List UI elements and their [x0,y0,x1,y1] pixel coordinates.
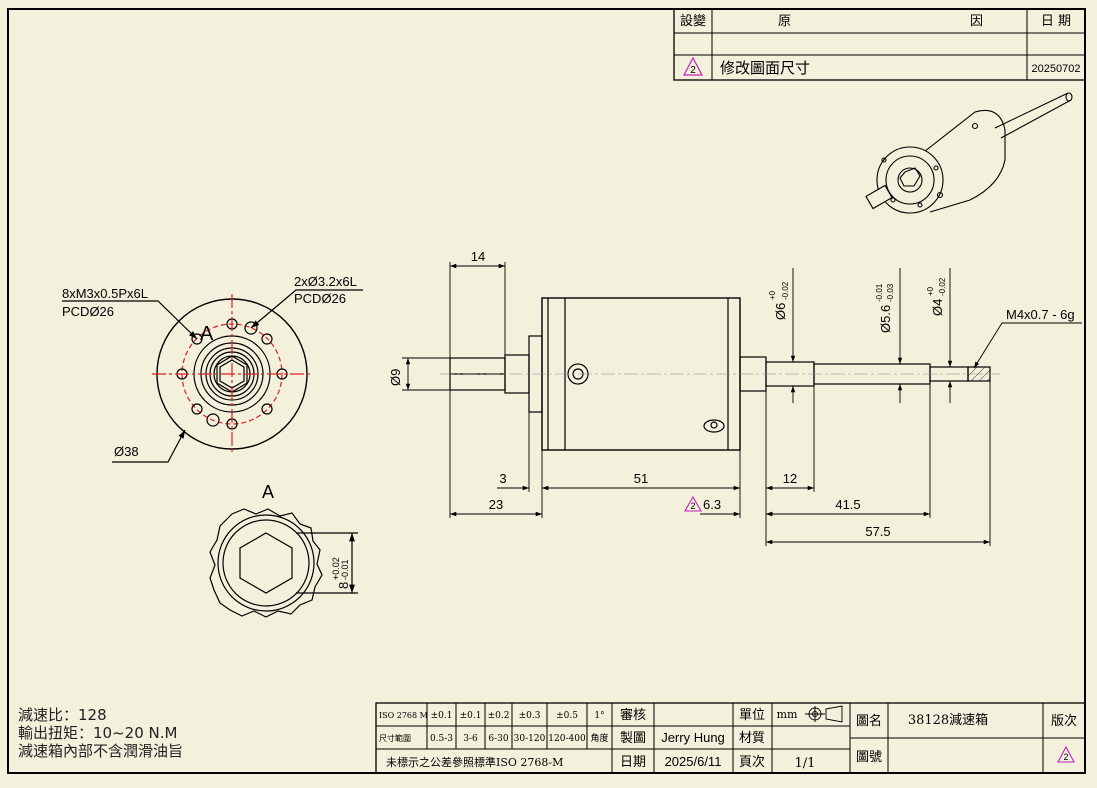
note-torque: 輸出扭矩：10~20 N.M [18,724,178,742]
rev-header-rev: 設變 [680,13,706,29]
tolerance-range: 0.5-3 [430,734,453,744]
detail-dim-8: 8 [336,582,351,589]
tolerance-value: ±0.3 [519,711,541,721]
tol-range-label: 尺寸範圍 [379,733,411,743]
version-label: 版次 [1051,713,1077,729]
dim-dia-5-6-tol-u: -0.01 [875,283,884,302]
dim-51: 51 [634,471,648,486]
drawing-border [7,8,1086,774]
svg-text:2: 2 [1063,752,1068,762]
side-view [440,297,1000,451]
detail-tol-upper: +0.02 [331,557,341,580]
dim-23: 23 [489,497,503,512]
dim-3: 3 [499,471,506,486]
dim-dia-5-6-tol-l: -0.03 [886,283,895,302]
dim-dia-4-tol-u: +0 [926,286,935,296]
rev-marker-triangle: 2 [683,56,703,76]
title-block-grid [375,702,1086,774]
page-value: 1/1 [795,756,816,771]
tolerance-value: 1° [594,711,604,721]
tolerance-value: ±0.1 [460,711,482,721]
unit-label: 單位 [739,708,765,723]
std-note: 未標示之公差參照標準ISO 2768-M [386,755,563,769]
label-holes-1: 8xM3x0.5Px6L [62,286,148,301]
front-view [62,289,363,463]
note-ratio: 減速比：128 [18,706,107,724]
dim-dia-9: Ø9 [388,369,403,386]
tolerance-range: 120-400 [548,734,586,744]
tolerance-range: 30-120 [514,734,546,744]
dim-dia-6: Ø6 [773,303,788,320]
side-view-dimensions [402,262,1082,546]
rev-row-reason: 修改圖面尺寸 [720,59,810,77]
version-marker: 2 [1057,745,1075,763]
rev-header-reason-2: 因 [970,14,983,29]
projection-symbol [805,705,843,723]
tolerance-values: ±0.1 ±0.1 ±0.2 ±0.3 ±0.5 1° [431,711,605,721]
drawn-label: 製圖 [620,731,646,746]
name-label: 圖名 [856,713,882,729]
tolerance-value: ±0.2 [488,711,510,721]
tolerance-range: 角度 [590,732,608,744]
dim-dia-4: Ø4 [930,299,945,316]
unit-value: mm [777,708,798,721]
dim-dia-6-tol-l: -0.02 [781,281,790,300]
name-value: 38128減速箱 [908,712,988,728]
thread-callout: M4x0.7 - 6g [1006,307,1075,322]
page-label: 頁次 [739,754,765,770]
rev-header-reason-1: 原 [778,14,791,29]
revision-block [673,8,1086,81]
rev-marker-dim-6-3: 2 [684,495,702,512]
detail-a-label: A [262,482,274,502]
dim-dia-5-6: Ø5.6 [878,305,893,333]
note-lube: 減速箱內部不含潤滑油旨 [18,742,184,760]
tolerance-range: 6-30 [488,734,508,744]
label-section-a: A [200,323,214,345]
tolerance-value: ±0.5 [556,711,578,721]
drawn-value: Jerry Hung [661,730,725,745]
isometric-view [865,92,1073,214]
rev-row-date: 20250702 [1032,63,1081,75]
dim-dia-6-tol-u: +0 [768,290,777,300]
review-label: 審核 [620,708,646,723]
label-holes-2: PCDØ26 [62,304,114,319]
dim-41-5: 41.5 [835,497,860,512]
tolerance-value: ±0.1 [431,711,453,721]
label-pins-1: 2xØ3.2x6L [294,274,357,289]
dim-6-3: 6.3 [703,497,721,512]
date-label: 日期 [620,755,646,770]
dim-57-5: 57.5 [865,524,890,539]
dim-14: 14 [471,249,485,264]
svg-text:2: 2 [690,501,695,511]
tol-std: ISO 2768 M [379,711,428,720]
material-label: 材質 [739,731,765,746]
detail-tol-lower: -0.01 [340,559,350,580]
detail-a-view [209,508,358,618]
dim-12: 12 [783,471,797,486]
dim-dia-4-tol-l: -0.02 [938,277,947,296]
label-pins-2: PCDØ26 [294,291,346,306]
label-dia-38: Ø38 [114,444,139,459]
number-label: 圖號 [856,750,882,765]
date-value: 2025/6/11 [665,754,722,769]
rev-header-date: 日 期 [1041,14,1071,29]
tolerance-range: 3-6 [463,734,478,744]
svg-text:2: 2 [690,65,696,76]
